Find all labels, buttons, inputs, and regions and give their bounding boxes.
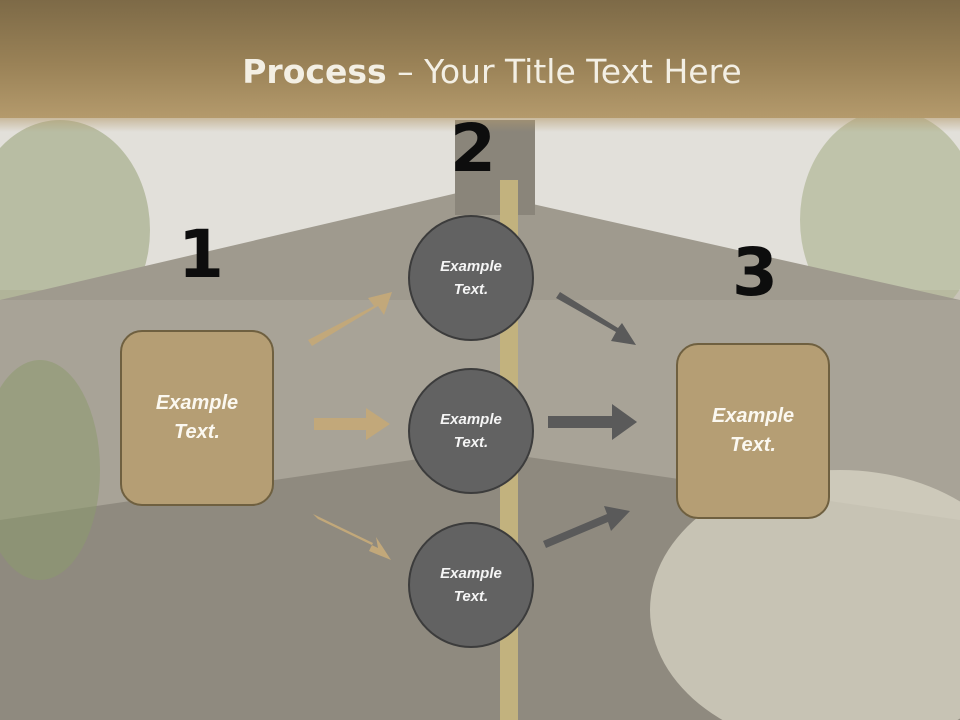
- arrow-middle-to-3: [548, 404, 637, 440]
- step-2-circle-bottom: Example Text.: [408, 522, 534, 648]
- step-number-2: 2: [450, 110, 496, 187]
- step-2-circle-top: Example Text.: [408, 215, 534, 341]
- step-3-box: Example Text.: [676, 343, 830, 519]
- title-rest: – Your Title Text Here: [386, 52, 742, 91]
- step-2-text-bottom: Example Text.: [440, 565, 502, 605]
- step-1-box: Example Text.: [120, 330, 274, 506]
- arrow-top-to-3: [556, 292, 636, 345]
- arrow-bottom-to-3: [543, 506, 630, 548]
- title-band: [0, 0, 960, 132]
- arrow-1-to-bottom: [313, 514, 391, 560]
- slide-title: Process – Your Title Text Here: [0, 52, 960, 91]
- step-2-text-middle: Example Text.: [440, 411, 502, 451]
- step-3-text: Example Text.: [711, 405, 795, 456]
- arrow-1-to-middle: [314, 408, 390, 440]
- step-number-3: 3: [732, 234, 778, 311]
- step-number-1: 1: [178, 216, 224, 293]
- step-1-text: Example Text.: [155, 392, 239, 443]
- step-2-circle-middle: Example Text.: [408, 368, 534, 494]
- arrow-1-to-top: [308, 292, 392, 346]
- step-2-text-top: Example Text.: [440, 258, 502, 298]
- title-bold: Process: [242, 52, 387, 91]
